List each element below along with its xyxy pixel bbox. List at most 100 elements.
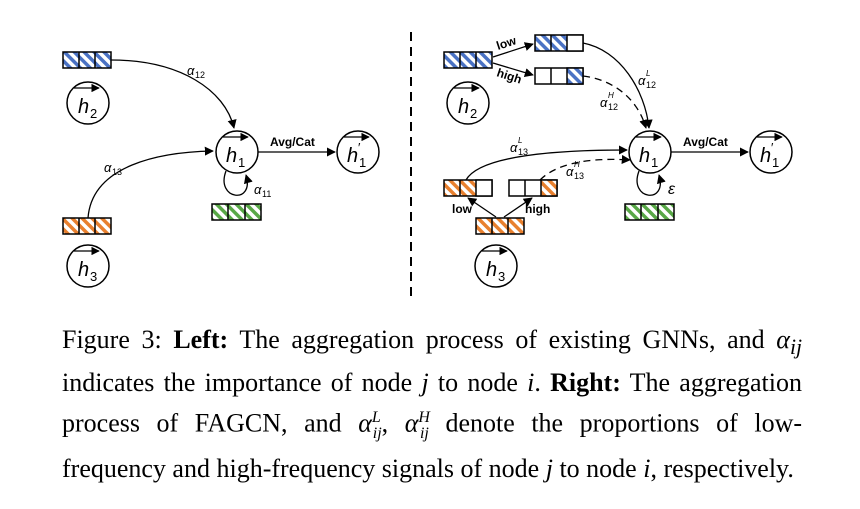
svg-text:2: 2	[470, 106, 477, 121]
svg-text:H: H	[608, 91, 614, 100]
svg-text:12: 12	[646, 80, 656, 90]
node-h3: h 3	[66, 244, 110, 288]
node-h1-right: h 1	[628, 130, 672, 174]
label-avg-cat-right: Avg/Cat	[683, 135, 728, 149]
svg-text:3: 3	[498, 269, 505, 284]
svg-text:α: α	[104, 160, 112, 175]
label-low-top: low	[495, 33, 519, 53]
feature-vector-h2-low	[534, 34, 584, 52]
feature-vector-h3-right	[475, 217, 525, 235]
svg-text:′: ′	[358, 140, 361, 155]
svg-text:L: L	[646, 69, 650, 78]
caption-text: to node	[428, 368, 528, 398]
svg-text:L: L	[518, 136, 522, 145]
caption-math: H	[418, 409, 430, 427]
svg-text:11: 11	[262, 189, 271, 199]
caption-math: j	[421, 368, 429, 398]
feature-vector-h2-right	[443, 51, 493, 69]
label-low-bottom: low	[452, 202, 473, 216]
svg-text:α: α	[566, 164, 574, 179]
arrow-h3-high	[503, 197, 533, 218]
svg-text:α: α	[600, 95, 608, 110]
arrow-h2-high	[492, 62, 534, 78]
svg-text:h: h	[486, 259, 497, 281]
edge-h3high-to-h1	[539, 154, 631, 181]
svg-text:1: 1	[772, 155, 779, 170]
feature-vector-h3-low	[443, 179, 493, 197]
caption-text: indicates the importance of node	[62, 368, 422, 398]
caption-math: i	[527, 368, 535, 398]
caption-math: α	[404, 408, 419, 438]
caption-text: The aggregation process of existing GNNs…	[228, 325, 777, 354]
fagcn-aggregation-diagram: h 2 h 3 h 1 h 1 ′ α 12	[62, 32, 793, 298]
label-alpha-11: α 11	[254, 182, 271, 199]
svg-text:13: 13	[518, 147, 528, 157]
label-avg-cat-left: Avg/Cat	[270, 135, 315, 149]
caption-math: α	[776, 325, 790, 354]
svg-text:2: 2	[90, 106, 97, 121]
svg-text:α: α	[187, 63, 195, 78]
svg-text:13: 13	[112, 167, 122, 177]
arrow-h2-low	[492, 42, 534, 58]
svg-text:α: α	[254, 182, 262, 197]
node-h1-prime: h 1 ′	[336, 130, 380, 174]
caption-math: α	[358, 408, 372, 438]
node-h1-prime-right: h 1 ′	[749, 130, 793, 174]
label-alpha-13: α 13	[104, 160, 122, 177]
label-high-top: high	[495, 66, 523, 87]
svg-text:1: 1	[359, 155, 366, 170]
label-alpha-13-L: α 13 L	[510, 136, 528, 157]
caption-math: L	[371, 409, 381, 427]
svg-text:H: H	[574, 160, 580, 169]
caption-math: ij	[372, 425, 382, 443]
edge-h2-to-h1	[110, 59, 237, 129]
caption-math: i	[643, 454, 651, 484]
svg-text:12: 12	[195, 70, 205, 80]
caption-text: The aggregation process of FAGCN, and	[62, 368, 803, 438]
figure-caption: Figure 3: Left: The aggregation process …	[62, 322, 802, 486]
svg-text:h: h	[639, 145, 650, 167]
edge-h2low-to-h1	[582, 42, 653, 129]
node-h1: h 1	[215, 130, 259, 174]
svg-text:h: h	[226, 145, 237, 167]
caption-left-label: Left:	[173, 325, 229, 354]
arrow-h3-low	[467, 197, 497, 218]
svg-text:α: α	[638, 73, 646, 88]
label-alpha-12: α 12	[187, 63, 205, 80]
feature-vector-h1-right	[624, 203, 675, 221]
svg-text:h: h	[78, 259, 89, 281]
svg-text:13: 13	[574, 171, 584, 181]
edge-self-loop-right	[636, 170, 666, 196]
caption-text: , respectively.	[650, 454, 794, 484]
right-panel: low high low high	[443, 33, 793, 288]
feature-vector-h1	[211, 203, 262, 221]
edge-self-loop	[223, 170, 253, 196]
label-alpha-12-H: α 12 H	[600, 91, 618, 112]
edge-h3low-to-h1	[465, 145, 628, 181]
svg-text:h: h	[458, 96, 469, 118]
caption-text: ,	[381, 408, 405, 438]
feature-vector-h3	[62, 217, 112, 235]
caption-text: to node	[552, 454, 644, 484]
caption-right-label: Right:	[550, 368, 621, 398]
caption-prefix: Figure 3:	[62, 325, 174, 354]
svg-text:′: ′	[771, 140, 774, 155]
edge-h2high-to-h1	[582, 75, 649, 129]
left-panel: h 2 h 3 h 1 h 1 ′ α 12	[62, 51, 380, 288]
label-high-bottom: high	[525, 202, 550, 216]
svg-text:h: h	[78, 96, 89, 118]
svg-text:3: 3	[90, 269, 97, 284]
svg-text:12: 12	[608, 102, 618, 112]
node-h2-right: h 2	[446, 81, 490, 125]
caption-math: j	[545, 454, 553, 484]
caption-math: ij	[419, 425, 429, 443]
caption-text: denote the proportions of low-frequency …	[62, 408, 803, 484]
label-alpha-12-L: α 12 L	[638, 69, 656, 90]
svg-text:h: h	[347, 145, 358, 167]
svg-text:1: 1	[651, 155, 658, 170]
edge-h3-to-h1	[87, 146, 214, 219]
caption-text: .	[534, 368, 551, 398]
svg-text:1: 1	[238, 155, 245, 170]
node-h3-right: h 3	[474, 244, 518, 288]
caption-math: ij	[789, 335, 802, 360]
